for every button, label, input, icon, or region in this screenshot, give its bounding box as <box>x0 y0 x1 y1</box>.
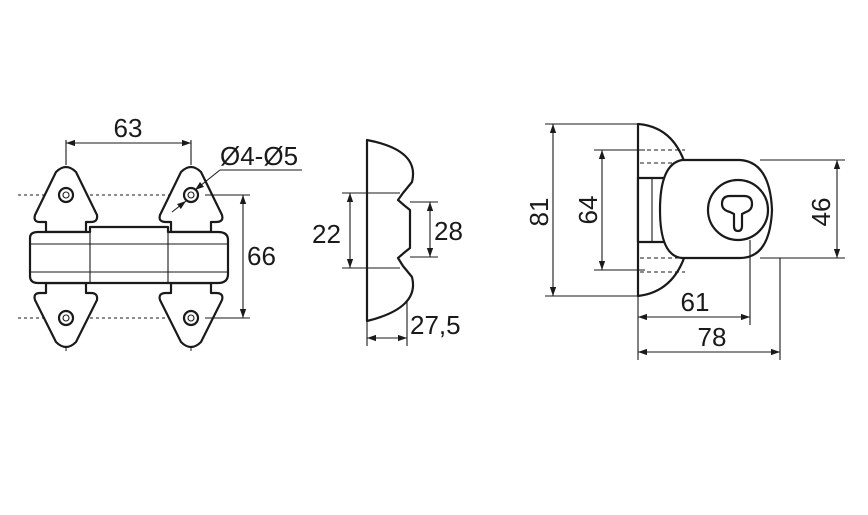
side-profile <box>365 138 415 323</box>
dim-label-63: 63 <box>114 113 143 143</box>
dim-label-46: 46 <box>806 198 836 227</box>
leader-line-2 <box>171 200 187 213</box>
dim-label-61: 61 <box>681 287 710 317</box>
screw-hole-icon <box>57 309 75 327</box>
screw-hole-inner-icon <box>62 314 70 322</box>
front-view: 63 66 Ø4-Ø5 <box>18 113 302 352</box>
screw-hole-icon <box>182 186 200 204</box>
screw-hole-inner-icon <box>187 314 195 322</box>
dim-label-27-5: 27,5 <box>410 310 461 340</box>
screw-hole-icon <box>182 309 200 327</box>
hinge-body <box>28 225 230 285</box>
keyhole-icon <box>720 194 754 233</box>
dim-label-66: 66 <box>247 241 276 271</box>
leader-line <box>194 169 221 191</box>
screw-hole-icon <box>57 186 75 204</box>
dim-label-78: 78 <box>698 322 727 352</box>
dim-label-81: 81 <box>524 198 554 227</box>
dim-label-64: 64 <box>573 196 603 225</box>
dim-label-28: 28 <box>434 216 463 246</box>
screw-hole-inner-icon <box>187 191 195 199</box>
screw-hole-inner-icon <box>62 191 70 199</box>
dim-label-22: 22 <box>312 219 341 249</box>
right-view: 81 64 46 61 78 <box>524 122 845 360</box>
dim-label-hole-diameter: Ø4-Ø5 <box>220 141 298 171</box>
side-view: 22 28 27,5 <box>312 138 463 346</box>
